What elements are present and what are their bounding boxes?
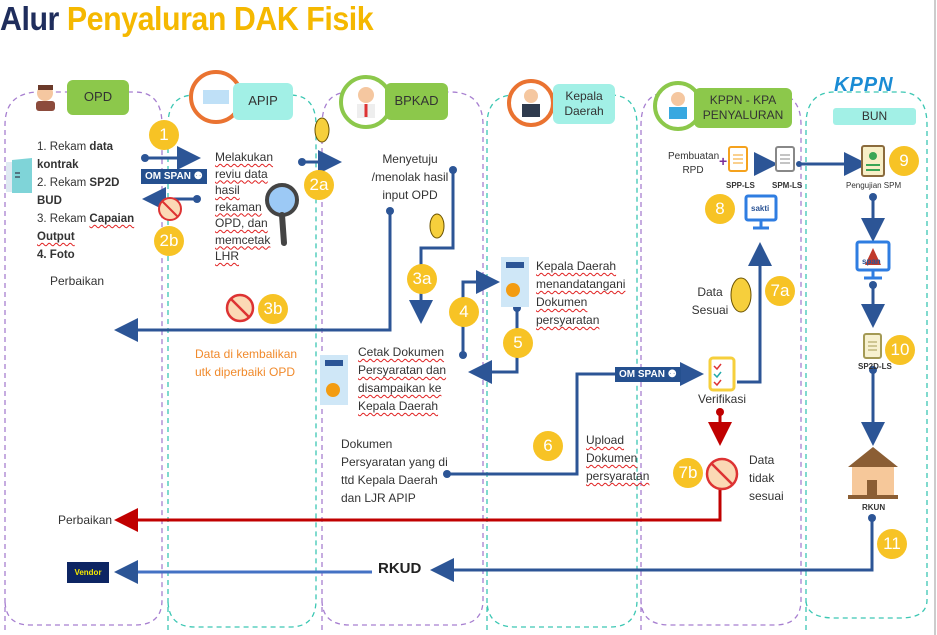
apip-avatar-icon — [189, 70, 243, 124]
title-part-1: Alur — [0, 0, 59, 37]
spm-doc-icon — [775, 146, 795, 172]
step-badge-3a: 3a — [407, 264, 437, 294]
title-part-2: Penyaluran DAK Fisik — [66, 0, 374, 37]
sign-doc-text: Kepala Daerah menandatangani Dokumen per… — [536, 259, 626, 327]
sakti-monitor-icon — [744, 194, 778, 230]
step-badge-7a: 7a — [765, 276, 795, 306]
step-badge-7b: 7b — [673, 458, 703, 488]
folder-icon — [6, 158, 32, 193]
span-label: span — [862, 257, 881, 266]
ok-hand-icon-2a — [314, 117, 330, 143]
step-badge-2b: 2b — [154, 226, 184, 256]
sakti-label: sakti — [751, 204, 770, 213]
arrow-3b — [114, 211, 392, 342]
rkun-label: RKUN — [862, 503, 886, 512]
data-sesuai-text: Data Sesuai — [691, 285, 729, 317]
rpd-text: Pembuatan RPD — [668, 151, 720, 176]
magnifier-icon — [265, 183, 299, 246]
omspan-badge-kppn: OM SPAN ⚉ — [615, 367, 681, 382]
binoculars-icon: ⚉ — [667, 369, 677, 380]
kppn-logo: KPPN — [834, 74, 894, 96]
ok-hand-icon-3a — [429, 213, 445, 239]
opd-step-3: 3. Rekam Capaian Output — [37, 213, 135, 243]
document-report-icon-bpkad — [320, 355, 348, 405]
no-hand-icon-7b — [705, 457, 739, 491]
step-badge-1: 1 — [149, 120, 179, 150]
print-doc-text: Cetak Dokumen Persyaratan dan disampaika… — [358, 345, 447, 413]
arrow-4 — [461, 270, 500, 355]
kppn-avatar-icon — [653, 81, 703, 131]
lane-label-opd: OPD — [67, 80, 129, 115]
apip-review-text: Melakukan reviu data hasil rekaman OPD, … — [215, 150, 274, 263]
sp2d-doc-icon — [863, 333, 882, 359]
arrow-11 — [430, 518, 874, 582]
ok-hand-icon-7a — [730, 277, 752, 313]
vendor-box: Vendor — [67, 562, 109, 583]
spp-ls-label: SPP-LS — [726, 181, 755, 190]
arrow-7a — [737, 242, 772, 384]
lane-label-bpkad: BPKAD — [385, 83, 448, 120]
approve-text: Menyetuju /menolak hasil input OPD — [371, 152, 449, 202]
lane-label-kepala: Kepala Daerah — [553, 84, 615, 124]
pengujian-clipboard-icon — [861, 145, 885, 177]
opd-step-1: 1. Rekam data kontrak — [37, 141, 114, 171]
lane-label-kppn: KPPN - KPA PENYALURAN — [694, 88, 792, 128]
spm-ls-label: SPM-LS — [772, 181, 803, 190]
opd-step-2: 2. Rekam SP2D BUD — [37, 177, 120, 207]
step-badge-10: 10 — [885, 335, 915, 365]
verifikasi-label: Verifikasi — [698, 392, 747, 406]
kepala-avatar-icon — [507, 79, 555, 127]
step-badge-2a: 2a — [304, 170, 334, 200]
svg-text:+: + — [719, 153, 727, 169]
binoculars-icon: ⚉ — [193, 171, 203, 182]
omspan-badge-apip: OM SPAN ⚉ — [141, 169, 207, 184]
pengujian-spm-label: Pengujian SPM — [846, 181, 902, 190]
sp2d-ls-label: SP2D-LS — [858, 362, 892, 371]
verifikasi-clipboard-icon — [708, 356, 736, 392]
step-badge-4: 4 — [449, 297, 479, 327]
opd-step-4: 4. Foto — [37, 249, 75, 261]
returned-text: Data di kembalikan utk diperbaiki OPD — [195, 347, 298, 379]
opd-step-list: 1. Rekam data kontrak 2. Rekam SP2D BUD … — [37, 138, 142, 264]
page-title: Alur Penyaluran DAK Fisik — [0, 0, 862, 38]
bpkad-avatar-icon — [339, 75, 393, 129]
signed-doc-text: Dokumen Persyaratan yang di ttd Kepala D… — [341, 437, 448, 505]
no-hand-icon-3b — [225, 293, 255, 323]
arrow-perbaikan — [114, 490, 722, 532]
perbaikan-label-top: Perbaikan — [50, 274, 105, 288]
arrow-6 — [447, 362, 704, 476]
step-badge-5: 5 — [503, 328, 533, 358]
span-monitor-icon — [855, 240, 891, 280]
no-hand-icon-2b — [158, 197, 182, 221]
step-badge-11: 11 — [877, 529, 907, 559]
step-badge-9: 9 — [889, 146, 919, 176]
rkun-building-icon — [848, 447, 898, 499]
spp-doc-icon — [728, 146, 748, 172]
upload-doc-text: Upload Dokumen persyaratan — [586, 433, 650, 483]
perbaikan-label-bottom: Perbaikan — [58, 513, 113, 527]
lane-label-apip: APIP — [233, 83, 293, 120]
lane-border-kepala — [486, 94, 638, 630]
lane-border-apip — [167, 94, 317, 630]
lane-label-bun: BUN — [833, 108, 916, 125]
document-report-icon-kepala — [501, 257, 529, 307]
rkud-label: RKUD — [378, 560, 422, 577]
step-badge-3b: 3b — [258, 294, 288, 324]
step-badge-6: 6 — [533, 431, 563, 461]
opd-avatar-icon — [36, 85, 55, 111]
step-badge-8: 8 — [705, 194, 735, 224]
data-tidak-sesuai-text: Data tidak sesuai — [749, 453, 784, 503]
lane-border-bun — [805, 91, 928, 630]
